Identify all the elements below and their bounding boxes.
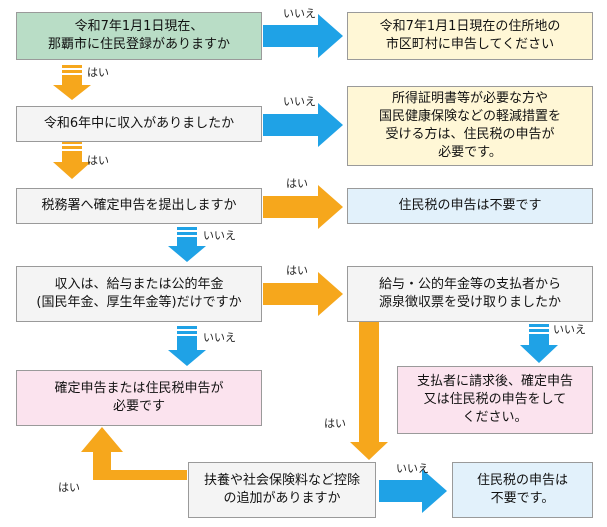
label-yes-income: はい [87, 154, 109, 167]
arrow-no-income [263, 103, 343, 147]
arrow-no-tax-office [168, 237, 206, 262]
label-yes-deduction: はい [58, 481, 80, 494]
label-no-income: いいえ [283, 95, 316, 108]
question-registered-in-naha: 令和7年1月1日現在、 那覇市に住民登録がありますか [16, 12, 262, 60]
label-yes-tax-office: はい [286, 177, 308, 190]
question-additional-deductions: 扶養や社会保険料など控除 の追加がありますか [188, 462, 376, 518]
result-file-at-other-city: 令和7年1月1日現在の住所地の 市区町村に申告してください [347, 12, 593, 60]
arrow-yes-salary [263, 272, 343, 316]
result-no-filing-needed-2: 住民税の申告は 不要です。 [452, 462, 593, 518]
result-filing-required: 確定申告または住民税申告が 必要です [16, 370, 262, 426]
label-no-withholding: いいえ [553, 323, 586, 336]
result-certificate-needed: 所得証明書等が必要な方や 国民健康保険などの軽減措置を 受ける方は、住民税の申告… [347, 86, 593, 166]
arrow-yes-deduction [81, 427, 187, 480]
question-income-r6: 令和6年中に収入がありましたか [16, 106, 262, 142]
arrow-no-deduction [379, 469, 447, 513]
label-yes-salary: はい [286, 264, 308, 277]
question-withholding-slip-received: 給与・公的年金等の支払者から 源泉徴収票を受け取りましたか [347, 266, 593, 322]
arrow-yes-tax-office [263, 185, 343, 229]
label-no-tax-office: いいえ [203, 229, 236, 242]
result-no-filing-needed-1: 住民税の申告は不要です [347, 188, 593, 224]
label-no-registered: いいえ [283, 7, 316, 20]
label-no-deduction: いいえ [396, 462, 429, 475]
question-file-with-tax-office: 税務署へ確定申告を提出しますか [16, 188, 262, 224]
arrow-no-salary [168, 336, 206, 366]
arrow-yes-income [53, 151, 91, 179]
label-yes-withholding: はい [324, 417, 346, 430]
arrow-yes-registered [53, 75, 91, 100]
result-request-from-payer: 支払者に請求後、確定申告 又は住民税の申告をして ください。 [397, 366, 593, 434]
label-no-salary: いいえ [203, 331, 236, 344]
arrow-no-registered [263, 14, 343, 58]
arrow-no-withholding [520, 334, 558, 363]
label-yes-registered: はい [87, 66, 109, 79]
arrow-yes-withholding [350, 318, 388, 460]
question-salary-or-pension-only: 収入は、給与または公的年金 (国民年金、厚生年金等)だけですか [16, 266, 262, 322]
